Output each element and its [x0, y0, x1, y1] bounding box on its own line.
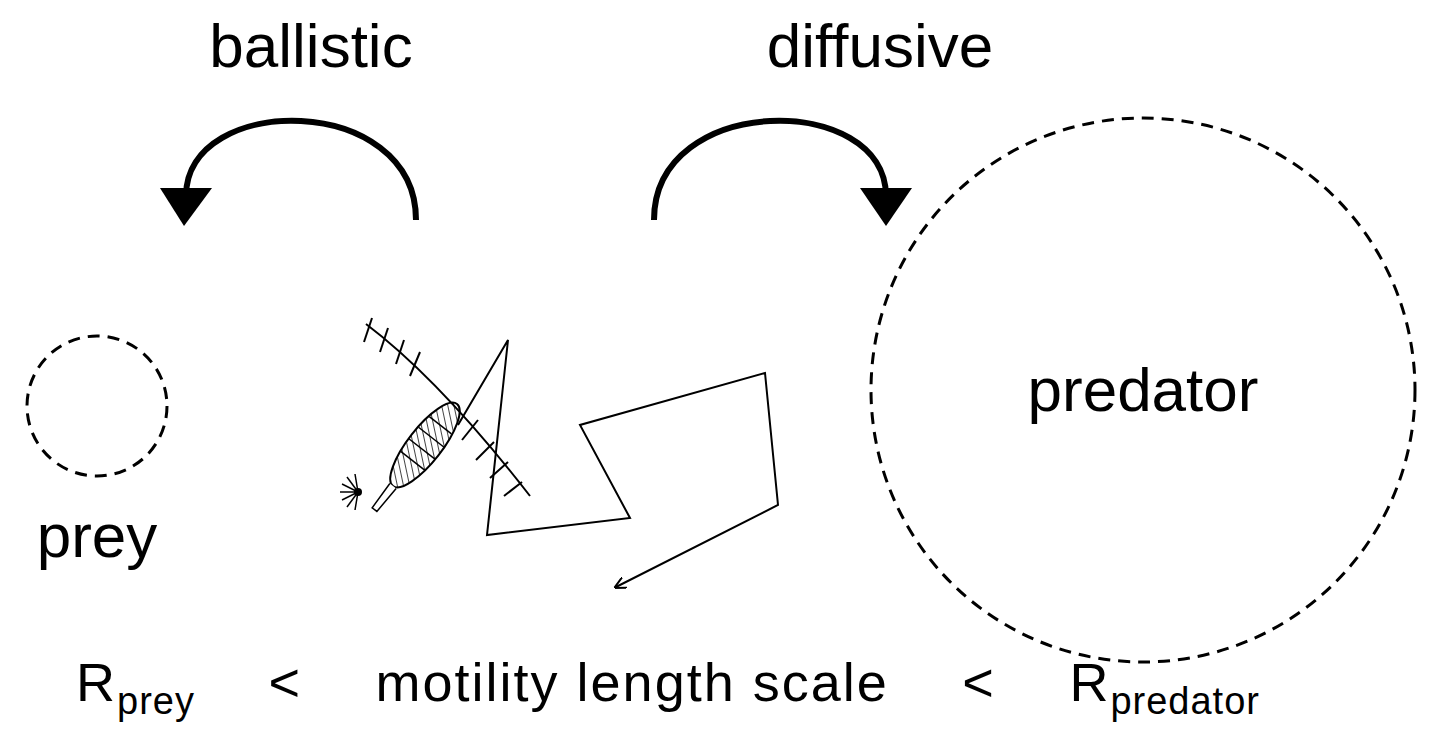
- dashed-circle: [871, 118, 1415, 662]
- ballistic-arrow: [186, 121, 416, 220]
- radius-symbol: R: [1069, 652, 1110, 712]
- predator-circle: predator: [868, 116, 1418, 666]
- copepod: [340, 318, 530, 520]
- dashed-circle: [27, 336, 167, 476]
- subscript: prey: [117, 680, 195, 722]
- node-label: predator: [1028, 356, 1259, 424]
- arrow-head: [860, 188, 912, 226]
- formula-term: Rpredator: [1069, 650, 1260, 725]
- formula-term: motility length scale: [376, 650, 889, 715]
- prey-circle: prey: [22, 334, 172, 584]
- subscript: predator: [1110, 680, 1260, 722]
- formula-term: <: [268, 650, 302, 715]
- motion-label: ballistic: [209, 12, 412, 80]
- formula-term: Rprey: [76, 650, 195, 725]
- node-label: prey: [37, 502, 158, 570]
- scale-label: motility length scale: [376, 652, 889, 712]
- motion-label: diffusive: [767, 12, 993, 80]
- inequality-sign: <: [962, 652, 996, 712]
- arrow-head: [160, 188, 212, 226]
- inequality-sign: <: [268, 652, 302, 712]
- scale-inequality: Rprey < motility length scale < Rpredator: [76, 650, 1260, 725]
- radius-symbol: R: [76, 652, 117, 712]
- diffusive-arrow: [654, 121, 886, 220]
- swimming-path: [458, 340, 778, 587]
- formula-term: <: [962, 650, 996, 715]
